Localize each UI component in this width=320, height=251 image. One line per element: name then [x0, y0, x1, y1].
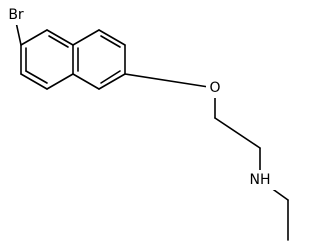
bond-c6-br — [15, 21, 22, 46]
bond-ch2-ch2 — [214, 117, 261, 149]
bond-c8-o — [124, 73, 216, 89]
double-bond-c9-c10-inner — [100, 70, 121, 84]
atom-label-bromine: Br — [8, 7, 24, 23]
bond-c4-c5 — [20, 73, 48, 90]
double-bond-c4-c5-inner — [25, 70, 48, 84]
double-bond-c7-c8-inner — [100, 35, 121, 48]
atom-label-nitrogen: NH — [250, 172, 271, 188]
double-bond-c1-c2-inner — [48, 35, 69, 48]
bond-c2-c7 — [72, 29, 100, 46]
bond-c10-c3 — [72, 73, 100, 90]
molecule-structure-diagram: Br O NH — [8, 7, 289, 241]
bond-c3-c4 — [46, 73, 74, 90]
bond-c1-c2 — [46, 29, 74, 46]
bond-c6-c1 — [20, 29, 48, 46]
bond-c9-c10 — [98, 73, 126, 90]
bond-c7-c8 — [98, 29, 126, 46]
atom-label-oxygen: O — [209, 80, 220, 96]
